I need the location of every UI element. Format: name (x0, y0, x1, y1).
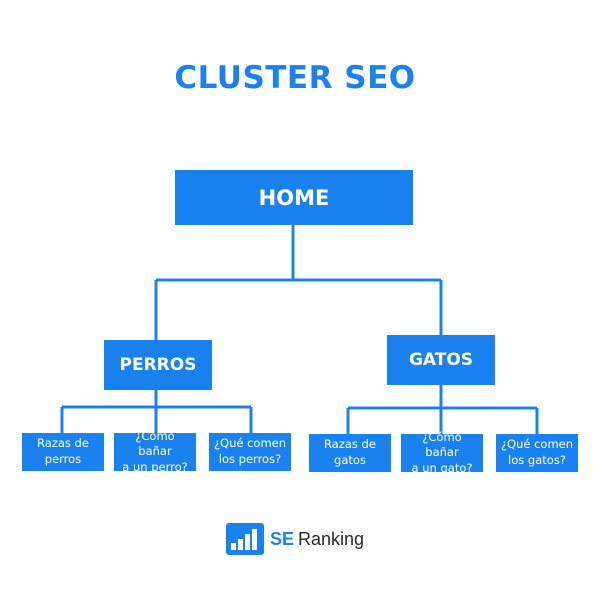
node-label: Razas de perros (37, 436, 89, 466)
se-ranking-logo: SE Ranking (226, 522, 364, 556)
diagram-title: CLUSTER SEO (174, 60, 416, 96)
node-perros-comen: ¿Qué comen los perros? (209, 433, 291, 471)
node-perros-razas: Razas de perros (22, 433, 104, 471)
node-home: HOME (175, 170, 413, 225)
logo-brand-prefix: SE (270, 528, 295, 549)
node-label: Razas de gatos (324, 437, 376, 467)
logo-brand-suffix: Ranking (298, 528, 365, 549)
node-label: ¿Qué comen los perros? (213, 436, 287, 466)
node-gatos-banar: ¿Cómo bañar a un gato? (401, 430, 483, 475)
node-gatos-comen: ¿Qué comen los gatos? (496, 434, 578, 472)
node-label: ¿Cómo bañar a un gato? (411, 429, 473, 475)
node-gatos-razas: Razas de gatos (309, 434, 391, 472)
node-label: ¿Qué comen los gatos? (500, 437, 574, 467)
logo-wordmark: SE Ranking (270, 529, 364, 550)
node-gatos: GATOS (387, 335, 495, 385)
node-label: ¿Cómo bañar a un perro? (122, 428, 188, 474)
node-perros: PERROS (104, 340, 212, 390)
node-perros-banar: ¿Cómo bañar a un perro? (114, 429, 196, 474)
bar-chart-icon (226, 523, 264, 555)
